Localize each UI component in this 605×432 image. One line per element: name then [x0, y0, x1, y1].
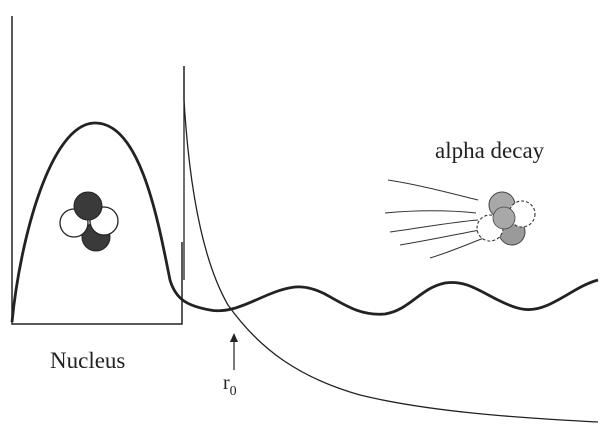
r0-label: r0 — [223, 372, 237, 399]
r0-label-main: r — [223, 372, 230, 394]
motion-lines — [384, 179, 485, 259]
r0-label-subscript: 0 — [230, 384, 237, 399]
emitted-alpha-particle — [476, 191, 536, 246]
wavefunction-curve — [10, 121, 599, 323]
alpha-decay-label: alpha decay — [435, 138, 545, 163]
neutron-top — [73, 191, 103, 221]
nucleus-box — [11, 16, 183, 325]
nucleus-label: Nucleus — [50, 348, 125, 373]
coulomb-barrier-curve — [183, 66, 599, 423]
emitted-nucleon-front — [492, 206, 516, 230]
r0-arrow — [230, 333, 238, 370]
nucleus-alpha-particle — [59, 191, 119, 252]
